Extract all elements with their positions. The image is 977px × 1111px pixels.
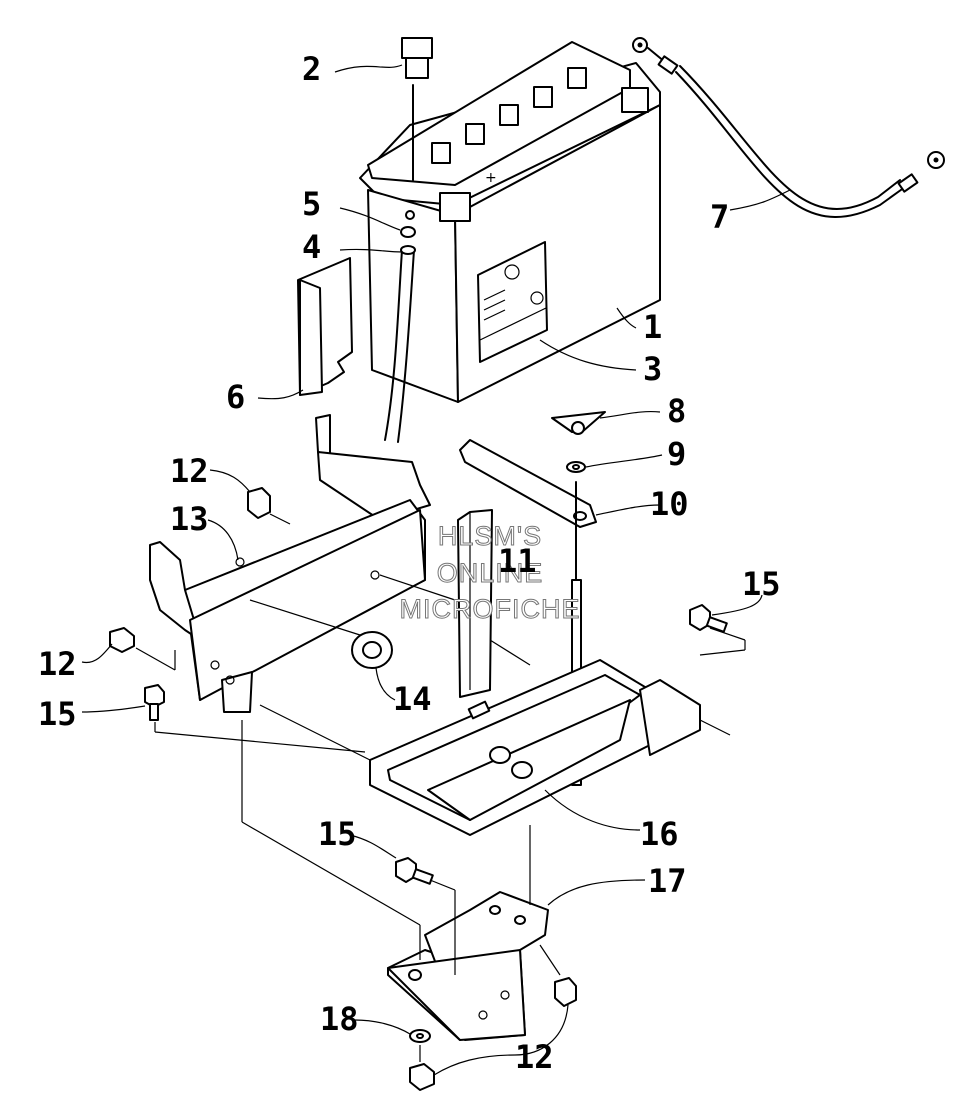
flange-nut (409, 1063, 435, 1091)
wing-nut (551, 411, 606, 435)
battery-pad (297, 257, 353, 396)
hose-clamp (400, 210, 416, 238)
mounting-bracket (387, 891, 549, 1041)
watermark-line-1: HLSM'S (438, 521, 542, 551)
callout-3: 3 (643, 350, 662, 388)
callout-15-right: 15 (742, 565, 781, 603)
callout-17: 17 (648, 862, 687, 900)
callout-10: 10 (650, 485, 689, 523)
flat-washer (409, 1029, 431, 1043)
battery-cable (632, 37, 945, 218)
callout-16: 16 (640, 815, 679, 853)
flange-nut (554, 977, 577, 1007)
callout-12-bottom: 12 (515, 1038, 554, 1076)
callout-14: 14 (393, 680, 432, 718)
grommet (351, 631, 393, 669)
callout-4: 4 (302, 228, 321, 266)
callout-5: 5 (302, 185, 321, 223)
cap-screw (689, 604, 728, 633)
callout-13: 13 (170, 500, 209, 538)
callout-15-left: 15 (38, 695, 77, 733)
side-bracket (457, 509, 493, 698)
leader-lines (81, 64, 791, 1076)
vent-caps (431, 67, 587, 164)
battery-tray (369, 659, 701, 836)
callout-1: 1 (643, 308, 662, 346)
negative-terminal (439, 192, 471, 222)
positive-terminal (621, 87, 649, 113)
front-bracket (149, 414, 431, 713)
battery: + (359, 41, 661, 403)
callout-8: 8 (667, 392, 686, 430)
vent-plug (401, 37, 433, 181)
svg-text:+: + (485, 170, 497, 186)
vent-hose (384, 245, 416, 443)
callout-12-left: 12 (38, 645, 77, 683)
watermark-line-2: ONLINE (437, 558, 544, 588)
assembly-lines (135, 513, 746, 1062)
callout-15-bottom: 15 (318, 815, 357, 853)
callout-6: 6 (226, 378, 245, 416)
callout-11: 11 (498, 542, 537, 580)
flange-nut (109, 627, 135, 653)
cap-screw (395, 857, 434, 885)
callout-18: 18 (320, 1000, 359, 1038)
callout-2: 2 (302, 50, 321, 88)
callout-9: 9 (667, 435, 686, 473)
callout-7: 7 (710, 198, 729, 236)
cap-screw (144, 684, 165, 721)
callout-labels: 2 5 4 6 1 3 7 8 9 10 11 12 13 12 15 14 1… (38, 50, 781, 1076)
callout-12-top: 12 (170, 452, 209, 490)
watermark: HLSM'S ONLINE MICROFICHE (399, 521, 581, 625)
washer (566, 461, 586, 473)
watermark-line-3: MICROFICHE (400, 594, 581, 624)
flange-nut (247, 487, 271, 519)
